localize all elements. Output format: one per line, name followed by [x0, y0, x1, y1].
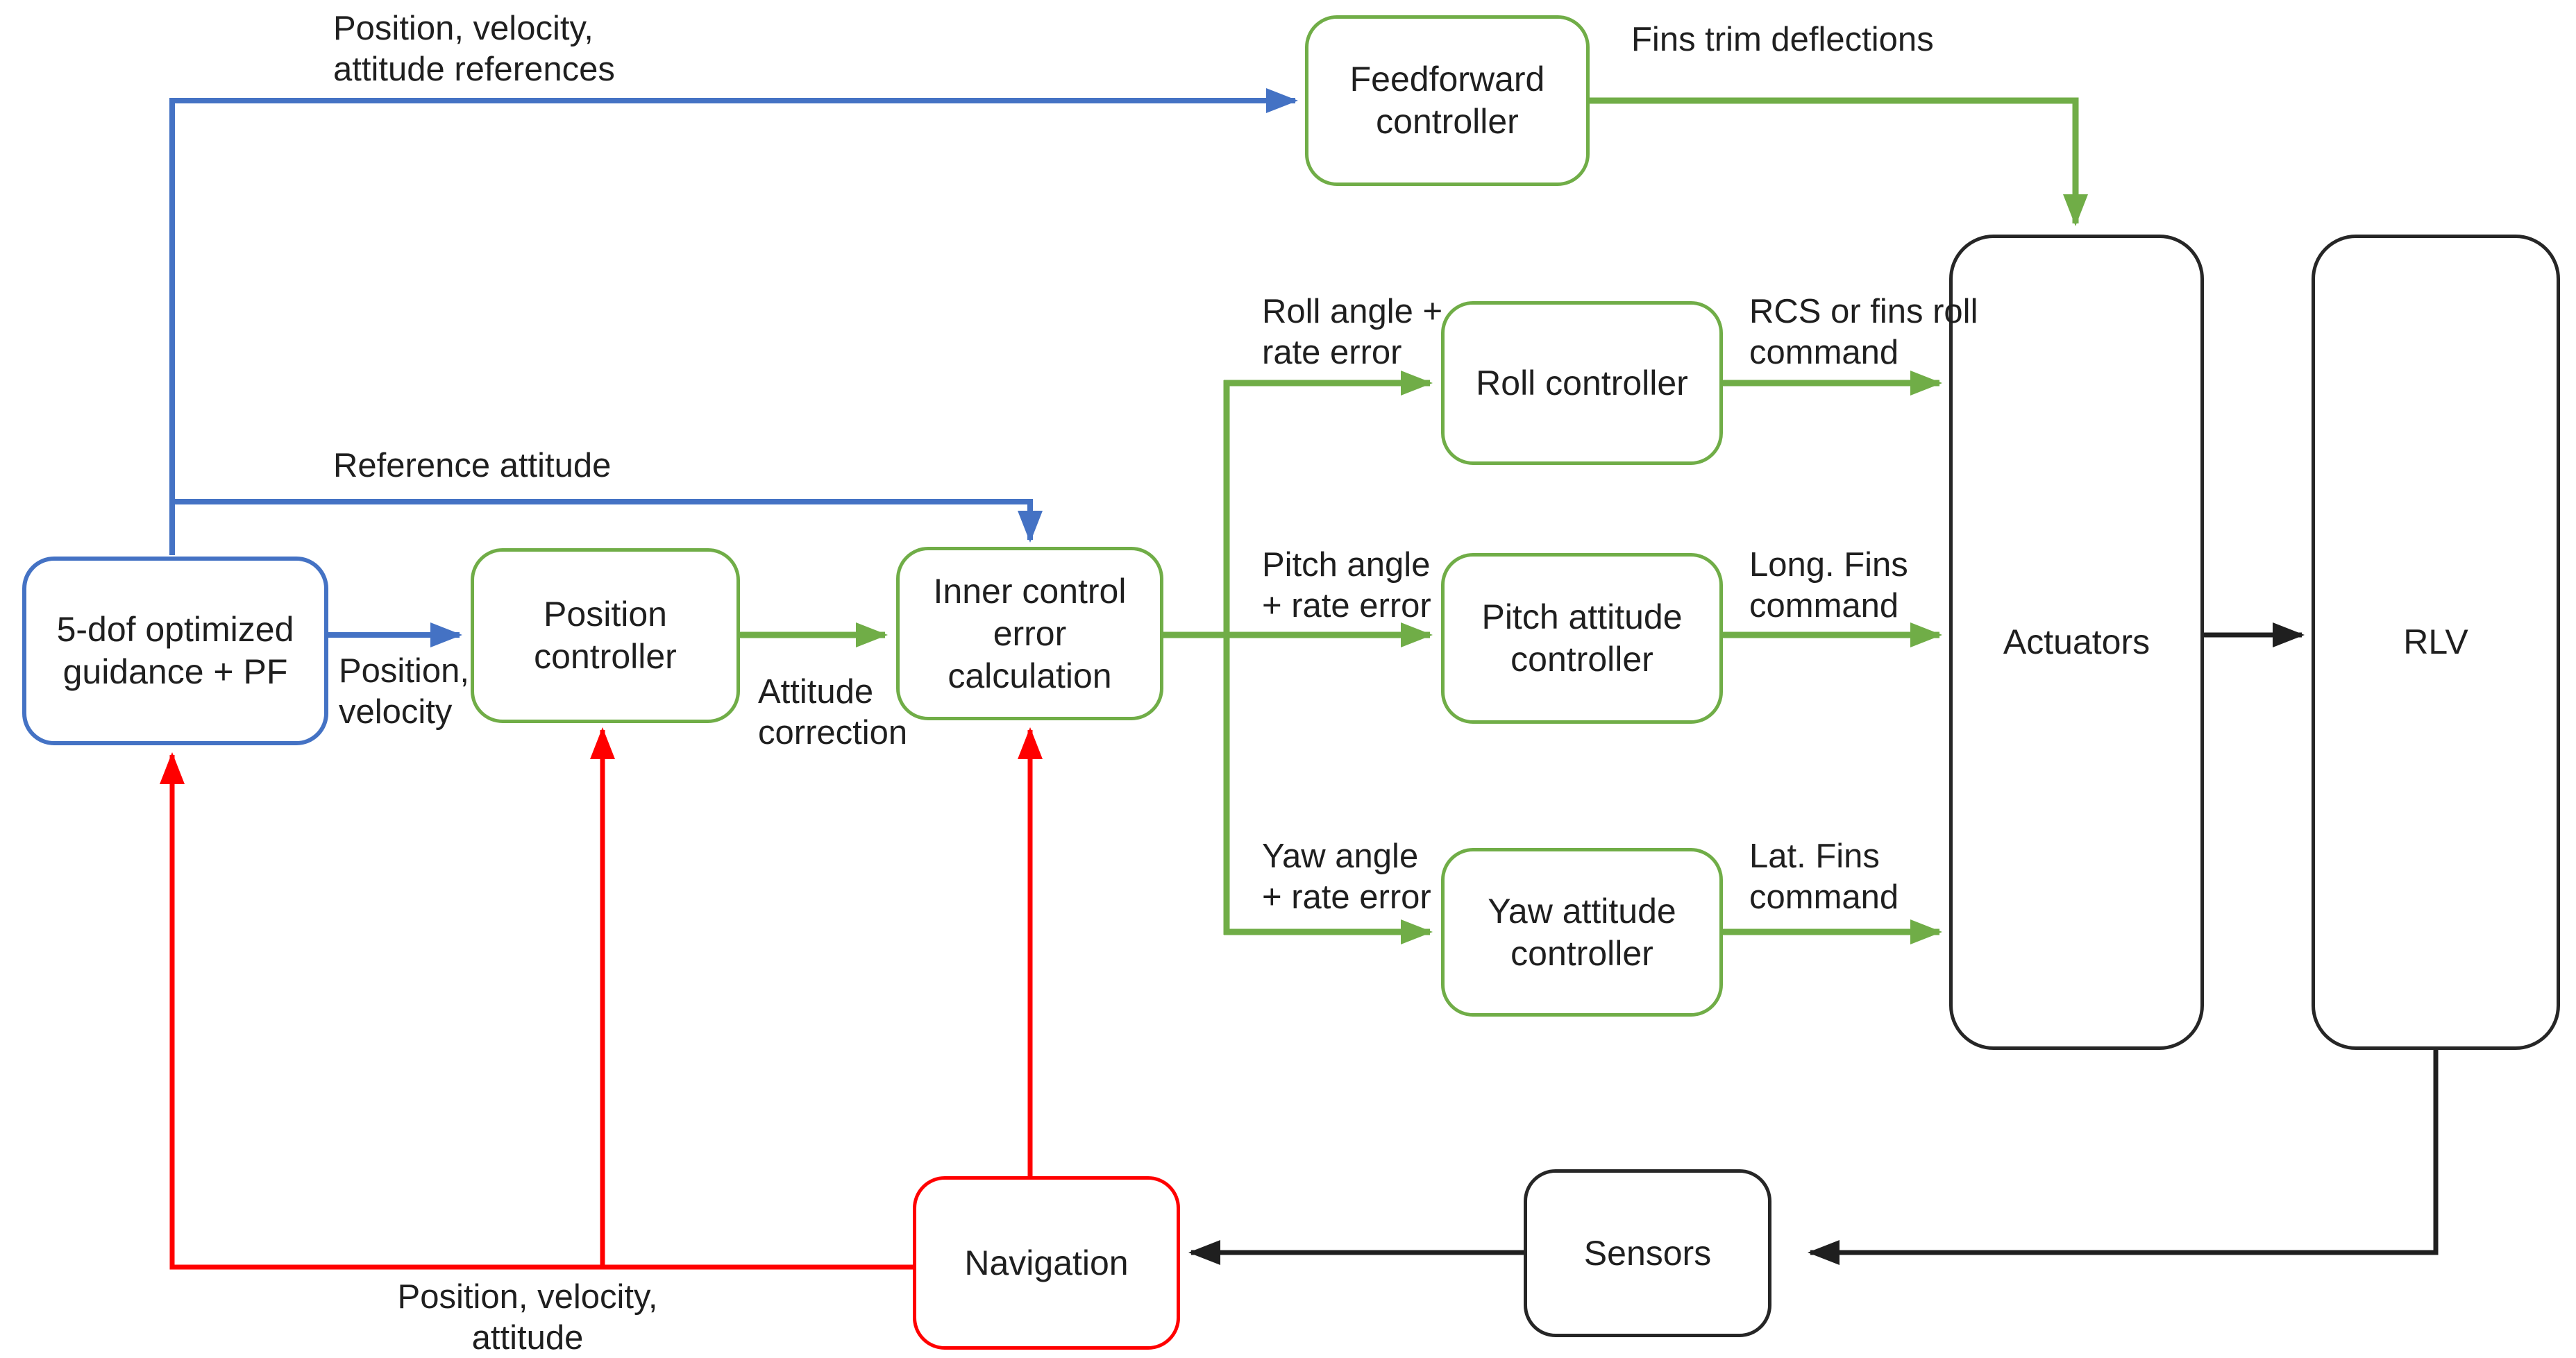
- node-feedforward: Feedforward controller: [1305, 15, 1590, 186]
- node-position-controller-label: Position controller: [534, 595, 677, 676]
- label-position-velocity-attitude: Position, velocity, attitude: [397, 1278, 658, 1357]
- label-long-fins-command: Long. Fins command: [1749, 546, 1908, 625]
- node-inner-control: Inner control error calculation: [896, 547, 1163, 720]
- node-guidance: 5-dof optimized guidance + PF: [22, 557, 328, 745]
- label-position-velocity-attitude-references: Position, velocity, attitude references: [333, 10, 615, 88]
- label-yaw-angle-rate-error: Yaw angle + rate error: [1262, 838, 1431, 916]
- edge-feedforward-to-actuators: [1590, 97, 2088, 226]
- node-sensors: Sensors: [1524, 1169, 1771, 1337]
- node-guidance-label: 5-dof optimized guidance + PF: [56, 610, 294, 691]
- label-reference-attitude: Reference attitude: [333, 447, 612, 484]
- node-inner-control-label: Inner control error calculation: [933, 571, 1127, 695]
- node-actuators-label: Actuators: [2003, 622, 2150, 661]
- node-sensors-label: Sensors: [1583, 1233, 1712, 1273]
- node-feedforward-label: Feedforward controller: [1349, 60, 1545, 141]
- node-navigation-label: Navigation: [964, 1243, 1129, 1282]
- node-position-controller: Position controller: [471, 548, 740, 723]
- label-attitude-correction: Attitude correction: [758, 673, 908, 752]
- label-rcs-or-fins-roll-command: RCS or fins roll command: [1749, 293, 1978, 371]
- node-roll-controller-label: Roll controller: [1476, 363, 1688, 402]
- node-pitch-controller: Pitch attitude controller: [1441, 553, 1723, 724]
- label-lat-fins-command: Lat. Fins command: [1749, 838, 1899, 916]
- label-roll-angle-rate-error: Roll angle + rate error: [1262, 293, 1443, 371]
- node-yaw-controller-label: Yaw attitude controller: [1488, 891, 1676, 973]
- node-navigation: Navigation: [913, 1176, 1180, 1350]
- node-roll-controller: Roll controller: [1441, 301, 1723, 465]
- edge-navigation-to-guidance: [160, 752, 913, 1270]
- label-pitch-angle-rate-error: Pitch angle + rate error: [1262, 546, 1431, 625]
- node-pitch-controller-label: Pitch attitude controller: [1481, 597, 1683, 679]
- node-rlv: RLV: [2312, 235, 2560, 1050]
- node-actuators: Actuators: [1949, 235, 2204, 1050]
- label-fins-trim-deflections: Fins trim deflections: [1631, 21, 1934, 58]
- node-yaw-controller: Yaw attitude controller: [1441, 848, 1723, 1017]
- edge-reference-attitude: [172, 499, 1043, 543]
- label-position-velocity: Position, velocity: [339, 652, 469, 731]
- node-rlv-label: RLV: [2403, 622, 2468, 661]
- edge-rlv-to-sensors: [1808, 1050, 2439, 1265]
